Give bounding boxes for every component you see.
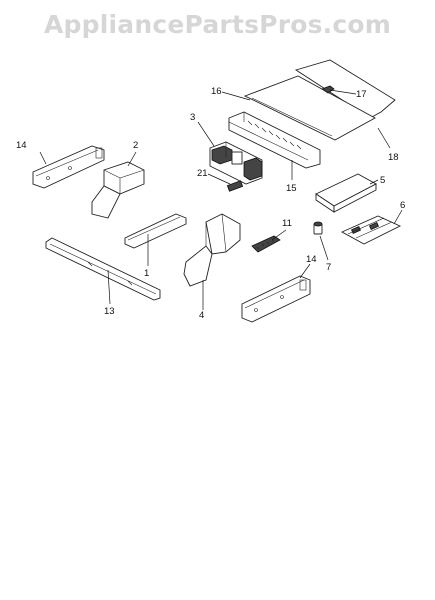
watermark-text: AppliancePartsPros.com [43, 10, 392, 39]
callout-11: 11 [282, 218, 292, 229]
callout-13: 13 [104, 306, 115, 317]
callout-7: 7 [326, 262, 331, 273]
part-7-cap [313, 221, 323, 235]
callout-2: 2 [133, 140, 138, 151]
part-5-plate [315, 173, 377, 213]
part-3-valve-assembly [209, 141, 263, 185]
part-6-control-board [340, 215, 402, 245]
part-2-duct [91, 161, 145, 219]
callout-14-left: 14 [16, 140, 27, 151]
part-13-rail [45, 237, 161, 301]
callout-21: 21 [197, 168, 208, 179]
callout-6: 6 [400, 200, 405, 211]
callout-17: 17 [356, 89, 367, 100]
callout-1: 1 [144, 268, 149, 279]
part-1-channel [124, 213, 187, 249]
callout-15: 15 [286, 183, 297, 194]
part-18-top-panel [243, 59, 396, 141]
callout-14-right: 14 [306, 254, 317, 265]
part-14-right-bracket [241, 275, 311, 323]
part-21-fuse [226, 180, 244, 192]
callout-5: 5 [380, 175, 385, 186]
callout-3: 3 [190, 112, 195, 123]
callout-18: 18 [388, 152, 399, 163]
callout-16: 16 [211, 86, 222, 97]
part-15-bracket [228, 111, 321, 169]
part-17-clip [321, 85, 335, 94]
part-14-left-bracket [32, 145, 105, 189]
leader-lines [39, 89, 403, 310]
part-11-terminal-block [251, 235, 281, 253]
callout-4: 4 [199, 310, 204, 321]
part-4-bracket [183, 213, 241, 287]
